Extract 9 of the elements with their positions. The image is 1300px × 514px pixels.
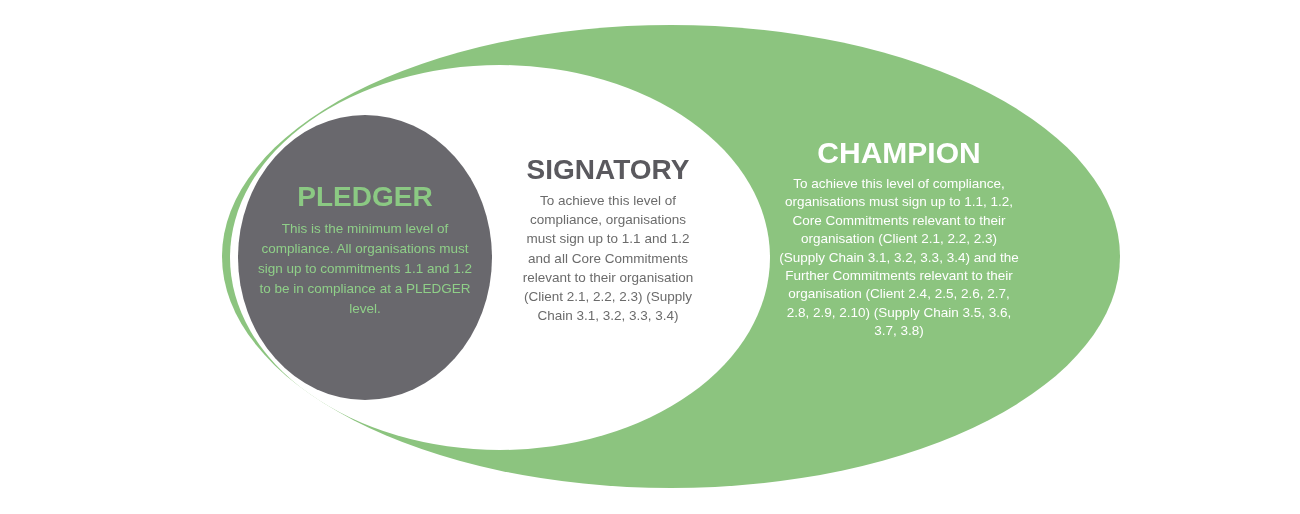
level-title: SIGNATORY xyxy=(526,154,690,186)
level-ellipse xyxy=(222,25,1120,488)
level-description: To achieve this level of compliance, organisations must sign up to 1.1 and 1.2 and all Core Commitments relevant to their organisation (Client 2.1, 2.2, 2.3) (Supply Chain 3.1, 3.2, 3.3, 3.4) xyxy=(521,192,695,326)
level-description: This is the minimum level of compliance. All organisations must sign up to commitments 1.1 and 1.2 to be in compliance at a PLEDGER level. xyxy=(257,220,473,318)
level-title: PLEDGER xyxy=(297,181,433,213)
level-ellipse xyxy=(238,115,492,400)
level-description: To achieve this level of compliance, organisations must sign up to 1.1, 1.2, Core Commitments relevant to their organisation (Client 2.1, 2.2, 2.3) (Supply Chain 3.1, 3.2, 3.3, 3.4) and the Further Commitments relevant to their organisation (Client 2.4, 2.5, 2.6, 2.7, 2.8, 2.9, 2.10) (Supply Chain 3.5, 3.6, 3.7, 3.8) xyxy=(779,175,1019,341)
level-title: CHAMPION xyxy=(817,137,981,169)
level-ellipse xyxy=(230,65,770,450)
